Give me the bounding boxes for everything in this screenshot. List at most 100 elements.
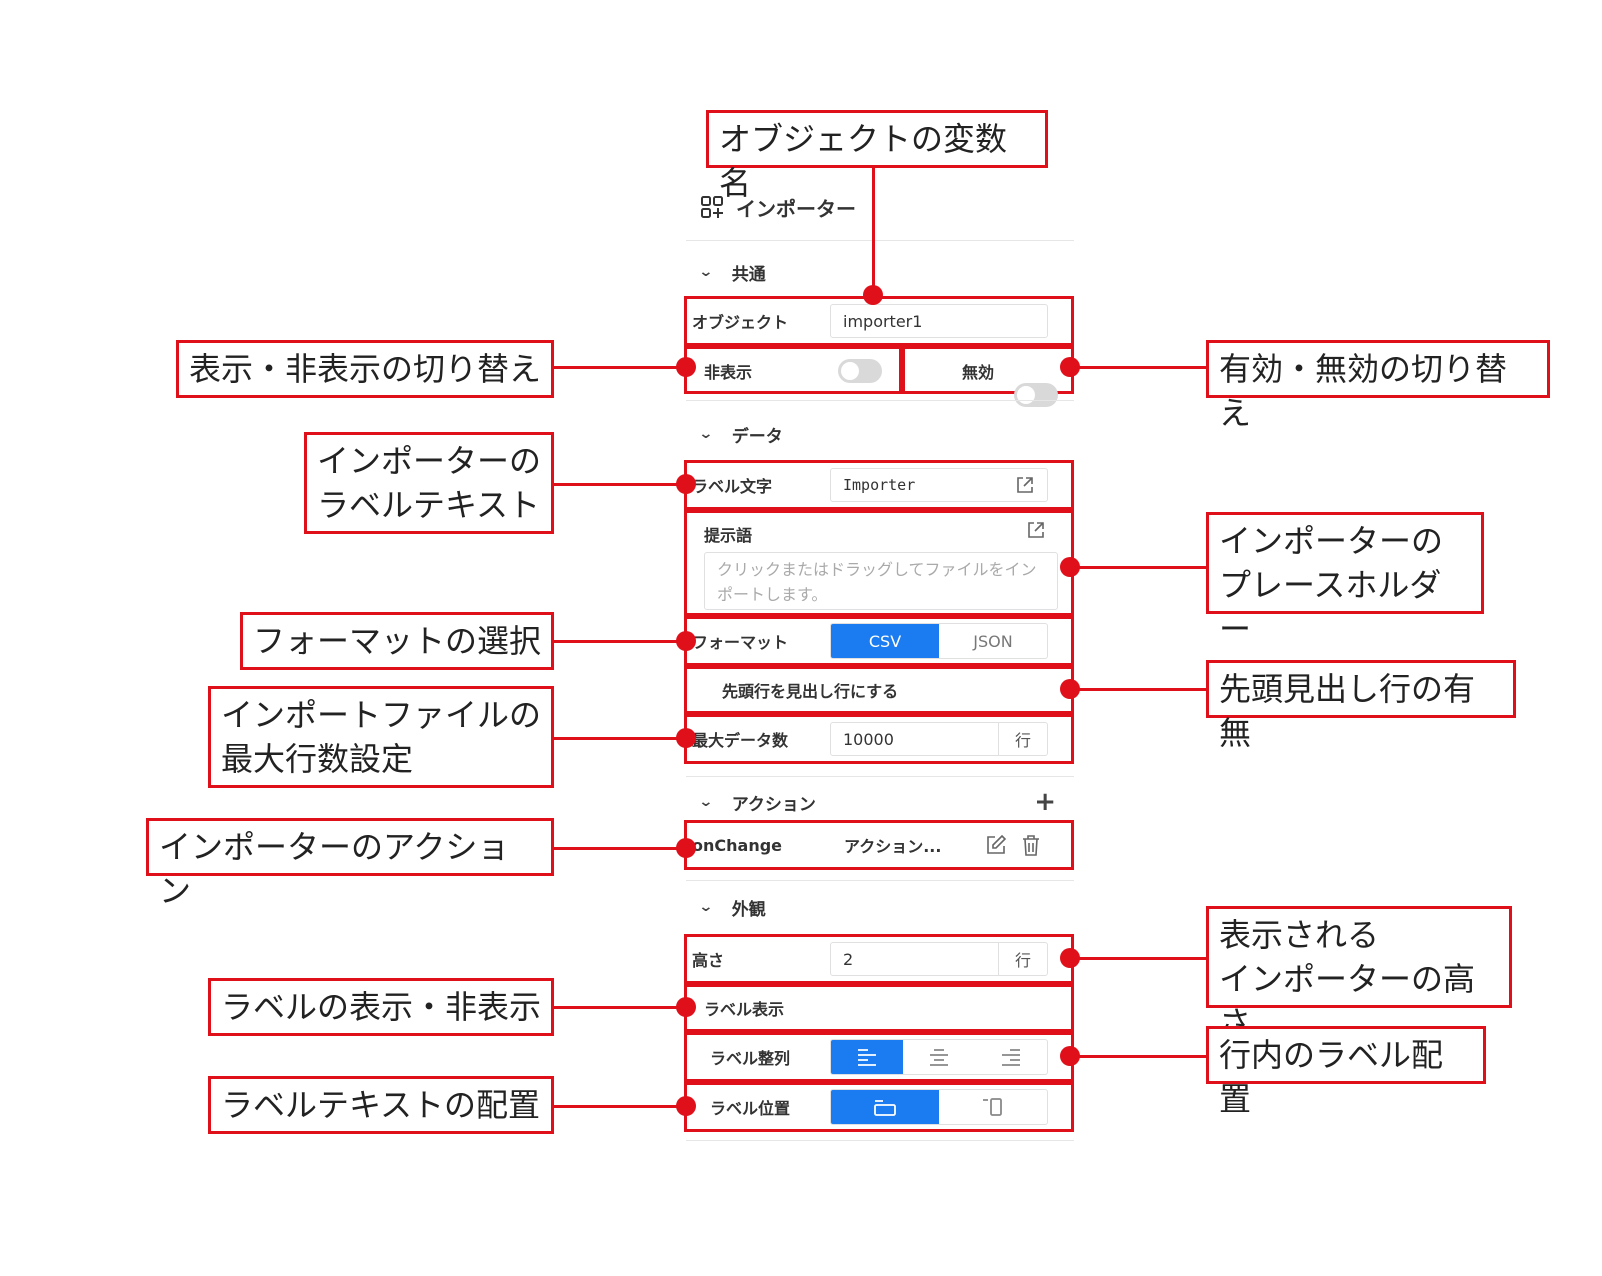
divider <box>686 776 1074 777</box>
position-left-option[interactable] <box>939 1090 1047 1124</box>
section-action[interactable]: ⌄ アクション + <box>698 787 1056 817</box>
callout-label-text: インポーターの ラベルテキスト <box>304 432 554 534</box>
divider <box>686 240 1074 241</box>
max-rows-unit: 行 <box>997 723 1047 755</box>
section-data[interactable]: ⌄ データ <box>698 420 783 448</box>
header-row-label: 先頭行を見出し行にする <box>722 678 898 702</box>
connector-line <box>1072 688 1206 691</box>
disabled-toggle[interactable] <box>1014 383 1058 407</box>
hidden-label-text: 非表示 <box>704 363 753 382</box>
format-row: フォーマット CSV JSON <box>692 619 1068 663</box>
label-visible-label: ラベル表示 <box>704 996 784 1020</box>
format-option-json[interactable]: JSON <box>973 631 1013 651</box>
external-link-icon[interactable] <box>1026 520 1046 540</box>
chevron-down-icon: ⌄ <box>698 899 714 915</box>
section-action-label: アクション <box>731 794 816 815</box>
callout-show-hide: 表示・非表示の切り替え <box>176 340 554 398</box>
label-align-row: ラベル整列 <box>692 1035 1068 1079</box>
callout-label-align: 行内のラベル配置 <box>1206 1026 1486 1118</box>
object-label: オブジェクト <box>692 313 789 332</box>
label-position-row: ラベル位置 <box>692 1085 1068 1129</box>
callout-variable-name: オブジェクトの変数名 <box>706 110 1048 202</box>
align-left-icon <box>858 1049 876 1066</box>
max-rows-row: 最大データ数 10000 行 <box>692 717 1068 761</box>
label-visible-row-highlight <box>684 984 1074 1032</box>
label-top-icon <box>874 1100 896 1116</box>
height-row: 高さ 2 行 <box>692 937 1068 981</box>
external-link-icon[interactable] <box>1015 475 1035 495</box>
connector-line <box>554 737 686 740</box>
disabled-label-text: 無効 <box>962 363 995 382</box>
disabled-label: 無効 <box>962 359 994 383</box>
chevron-down-icon: ⌄ <box>698 794 714 810</box>
chevron-down-icon: ⌄ <box>698 426 714 442</box>
format-option-csv[interactable]: CSV <box>831 624 939 658</box>
connector-dot <box>1060 948 1080 968</box>
divider <box>686 880 1074 881</box>
max-rows-input[interactable]: 10000 行 <box>830 722 1048 756</box>
callout-height: 表示される インポーターの高さ <box>1206 906 1512 1042</box>
hidden-toggle[interactable] <box>838 359 882 383</box>
connector-dot <box>676 474 696 494</box>
action-row[interactable]: onChange アクション... <box>692 823 1068 867</box>
trash-icon[interactable] <box>1020 833 1042 857</box>
action-name: アクション... <box>844 837 942 856</box>
callout-action: インポーターのアクション <box>146 818 554 910</box>
connector-line <box>872 168 875 298</box>
placeholder-textarea[interactable]: クリックまたはドラッグしてファイルをインポートします。 <box>704 552 1058 610</box>
align-left-option[interactable] <box>831 1040 903 1074</box>
connector-line <box>554 483 686 486</box>
label-position-label: ラベル位置 <box>710 1099 791 1118</box>
connector-dot <box>863 285 883 305</box>
section-common-label: 共通 <box>731 264 766 285</box>
connector-dot <box>676 631 696 651</box>
height-label: 高さ <box>692 951 725 970</box>
height-unit: 行 <box>997 943 1047 975</box>
placeholder-label: 提示語 <box>704 522 752 546</box>
object-name-input[interactable]: importer1 <box>830 304 1048 338</box>
connector-line <box>1072 566 1206 569</box>
section-data-label: データ <box>731 426 783 447</box>
connector-dot <box>676 1096 696 1116</box>
connector-line <box>554 1006 686 1009</box>
max-rows-label: 最大データ数 <box>692 731 789 750</box>
header-row-highlight <box>684 666 1074 714</box>
section-appearance-label: 外観 <box>731 899 766 920</box>
format-selector[interactable]: CSV JSON <box>830 623 1048 659</box>
height-input[interactable]: 2 行 <box>830 942 1048 976</box>
label-align-row-highlight <box>684 1032 1074 1082</box>
label-align-selector[interactable] <box>830 1039 1048 1075</box>
label-position-selector[interactable] <box>830 1089 1048 1125</box>
callout-format: フォーマットの選択 <box>240 612 554 670</box>
align-right-option[interactable] <box>975 1040 1047 1074</box>
connector-line <box>1072 957 1206 960</box>
connector-dot <box>1060 357 1080 377</box>
label-left-icon <box>983 1098 1002 1116</box>
edit-icon[interactable] <box>984 833 1008 857</box>
format-label: フォーマット <box>692 633 789 652</box>
component-grid-icon <box>701 196 723 218</box>
connector-dot <box>1060 1046 1080 1066</box>
callout-max-rows: インポートファイルの 最大行数設定 <box>208 686 554 788</box>
connector-line <box>1072 366 1206 369</box>
chevron-down-icon: ⌄ <box>698 264 714 280</box>
label-text-input[interactable]: Importer <box>830 468 1048 502</box>
position-top-option[interactable] <box>831 1090 939 1124</box>
add-action-icon[interactable]: + <box>1034 787 1056 817</box>
align-center-option[interactable] <box>903 1040 975 1074</box>
callout-placeholder: インポーターの プレースホルダー <box>1206 512 1484 648</box>
label-text-value: Importer <box>843 476 916 494</box>
label-visible-label-text: ラベル表示 <box>704 1000 785 1019</box>
callout-enable-disable: 有効・無効の切り替え <box>1206 340 1550 432</box>
panel-title-text: インポーター <box>736 196 856 221</box>
action-row-highlight <box>684 820 1074 870</box>
connector-line <box>554 640 686 643</box>
callout-label-position: ラベルテキストの配置 <box>208 1076 554 1134</box>
section-common[interactable]: ⌄ 共通 <box>698 258 766 286</box>
panel-title: インポーター <box>700 192 856 222</box>
label-text-label: ラベル文字 <box>692 477 773 496</box>
max-rows-value: 10000 <box>843 729 894 749</box>
section-appearance[interactable]: ⌄ 外観 <box>698 893 766 921</box>
connector-dot <box>676 357 696 377</box>
hidden-label: 非表示 <box>704 359 752 383</box>
